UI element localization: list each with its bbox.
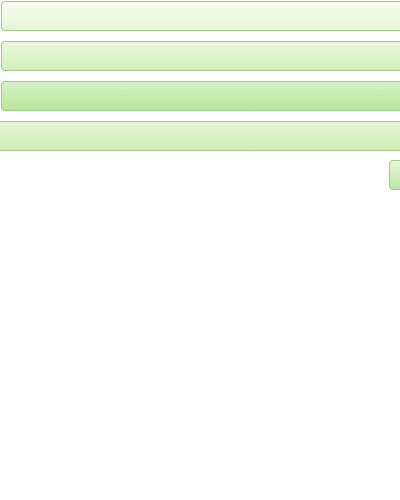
accordion-bar-3[interactable]: [1, 81, 400, 111]
accordion-bar-2[interactable]: [1, 41, 400, 71]
side-tab-handle[interactable]: [389, 160, 400, 190]
accordion-bar-4[interactable]: [0, 121, 400, 151]
accordion-bar-1[interactable]: [1, 1, 400, 31]
